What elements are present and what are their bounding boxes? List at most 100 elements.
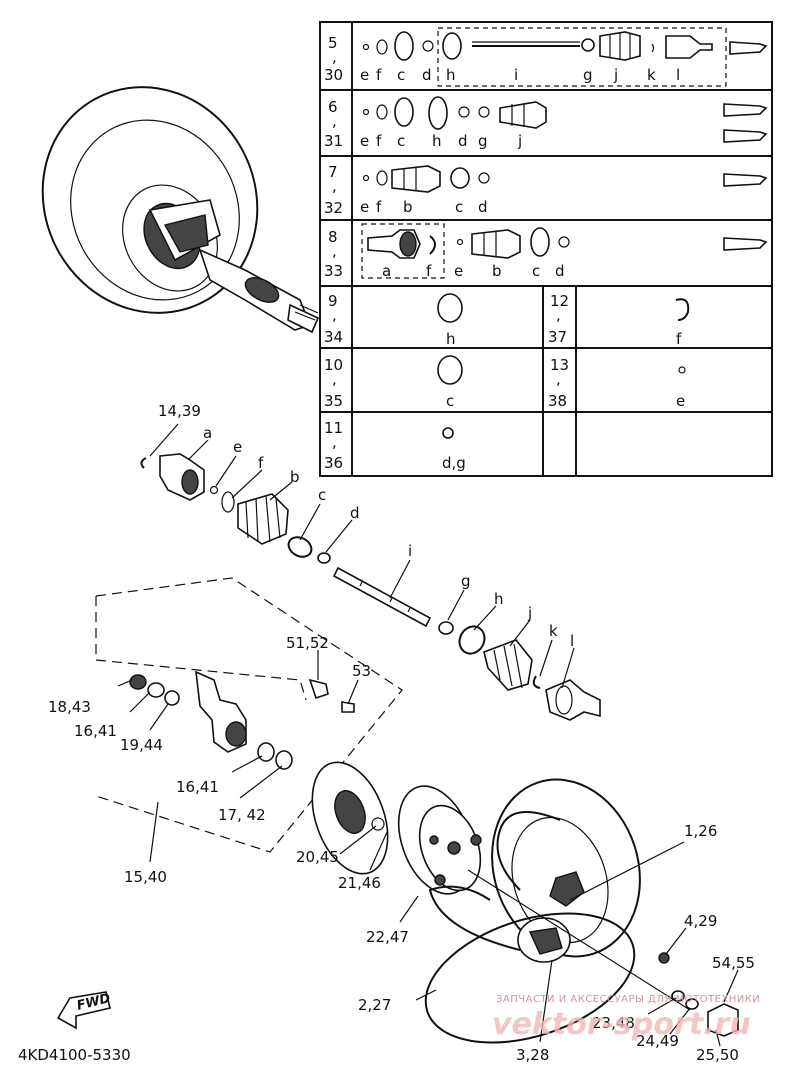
row-number-8-33: 8 , 33: [324, 228, 343, 280]
callout-25-50: 25,50: [696, 1046, 739, 1064]
exploded-driveshaft: [140, 453, 601, 721]
watermark-logo: vektor-sport.ru: [492, 1007, 751, 1042]
letter-a: a: [382, 262, 391, 280]
svg-text:13: 13: [550, 356, 569, 374]
letter-f: f: [376, 198, 382, 216]
letter-c: c: [455, 198, 463, 216]
row-number-6-31: 6 , 31: [324, 98, 343, 150]
letter-j: j: [517, 132, 522, 150]
svg-text:,: ,: [332, 242, 337, 260]
callout-k: k: [549, 622, 558, 640]
svg-text:31: 31: [324, 132, 343, 150]
letter-e: e: [360, 132, 369, 150]
callout-20-45: 20,45: [296, 848, 339, 866]
svg-text:5: 5: [328, 34, 338, 52]
callout-16-41-b: 16,41: [176, 778, 219, 796]
knuckle-group: [95, 577, 403, 853]
callout-18-43: 18,43: [48, 698, 91, 716]
svg-text:e: e: [676, 392, 685, 410]
callout-f: f: [258, 454, 264, 472]
letter-e: e: [454, 262, 463, 280]
row-number-10-35: 10 , 35: [324, 356, 343, 410]
svg-text:10: 10: [324, 356, 343, 374]
row-6-31-parts: e f c h d g j: [360, 96, 768, 150]
callout-24-49: 24,49: [636, 1032, 679, 1050]
callout-21-46: 21,46: [338, 874, 381, 892]
cell-9-34: h: [437, 293, 463, 348]
svg-text:8: 8: [328, 228, 338, 246]
letter-l: l: [676, 66, 680, 84]
letter-d: d: [478, 198, 488, 216]
row-number-7-32: 7 , 32: [324, 163, 343, 217]
svg-text:35: 35: [324, 392, 343, 410]
letter-d: d: [458, 132, 468, 150]
svg-text:30: 30: [324, 66, 343, 84]
svg-text:37: 37: [548, 328, 567, 346]
letter-k: k: [647, 66, 656, 84]
letter-f: f: [376, 66, 382, 84]
wheel-assembly-illustration: [41, 86, 320, 334]
callout-15-40: 15,40: [124, 868, 167, 886]
callout-1-26: 1,26: [684, 822, 717, 840]
callout-3-28: 3,28: [516, 1046, 549, 1064]
callout-23-48: 23,48: [592, 1014, 635, 1032]
callout-h: h: [494, 590, 504, 608]
callout-i: i: [408, 542, 412, 560]
svg-text:36: 36: [324, 454, 343, 472]
svg-text:c: c: [446, 392, 454, 410]
watermark: ЗАПЧАСТИ И АКСЕССУАРЫ ДЛЯ МОТОТЕХНИКИ ve…: [492, 994, 760, 1042]
row-number-9-34: 9 , 34: [324, 292, 343, 346]
watermark-caption: ЗАПЧАСТИ И АКСЕССУАРЫ ДЛЯ МОТОТЕХНИКИ: [496, 994, 760, 1005]
letter-g: g: [583, 66, 593, 84]
callout-17-42: 17, 42: [218, 806, 266, 824]
letter-i: i: [514, 66, 518, 84]
svg-text:d,g: d,g: [442, 454, 466, 472]
callout-19-44: 19,44: [120, 736, 163, 754]
letter-b: b: [403, 198, 413, 216]
letter-c: c: [532, 262, 540, 280]
row-number-11-36: 11 , 36: [324, 419, 343, 472]
parts-reference-table: 5 , 30 6 , 31 7 , 32 8 , 33 9 , 34 10 , …: [319, 21, 773, 477]
callout-22-47: 22,47: [366, 928, 409, 946]
row-8-33-parts: a f e b c d: [361, 223, 768, 280]
letter-j: j: [613, 66, 618, 84]
row-number-5-30: 5 , 30: [324, 34, 343, 84]
callout-labels: 14,39 a e f b c d i g h j k l 51,52 53 1…: [48, 402, 755, 1064]
svg-text:,: ,: [332, 48, 337, 66]
cell-13-38: e: [676, 366, 686, 410]
letter-g: g: [478, 132, 488, 150]
letter-e: e: [360, 66, 369, 84]
svg-text:38: 38: [548, 392, 567, 410]
svg-text:,: ,: [332, 177, 337, 195]
callout-b: b: [290, 468, 300, 486]
svg-text:34: 34: [324, 328, 343, 346]
svg-text:6: 6: [328, 98, 338, 116]
letter-h: h: [432, 132, 442, 150]
cell-11-36: d,g: [442, 427, 466, 472]
cell-10-35: c: [437, 355, 463, 410]
svg-text:,: ,: [332, 433, 337, 451]
callout-54-55: 54,55: [712, 954, 755, 972]
callout-l: l: [570, 632, 574, 650]
svg-text:9: 9: [328, 292, 338, 310]
callout-51-52: 51,52: [286, 634, 329, 652]
brake-and-wheel: [311, 761, 739, 1044]
letter-e: e: [360, 198, 369, 216]
svg-text:12: 12: [550, 292, 569, 310]
row-number-12-37: 12 , 37: [548, 292, 569, 346]
row-7-32-parts: e f b c d: [360, 165, 768, 216]
letter-f: f: [426, 262, 432, 280]
svg-text:11: 11: [324, 419, 343, 437]
svg-text:,: ,: [332, 112, 337, 130]
callout-2-27: 2,27: [358, 996, 391, 1014]
svg-text:,: ,: [332, 306, 337, 324]
letter-c: c: [397, 132, 405, 150]
callout-e: e: [233, 438, 242, 456]
svg-text:32: 32: [324, 199, 343, 217]
leader-lines: [117, 423, 739, 1047]
letter-d: d: [422, 66, 432, 84]
fwd-arrow-icon: FWD: [56, 991, 112, 1030]
letter-h: h: [446, 66, 456, 84]
diagram-code: 4KD4100-5330: [18, 1046, 131, 1064]
letter-f: f: [376, 132, 382, 150]
